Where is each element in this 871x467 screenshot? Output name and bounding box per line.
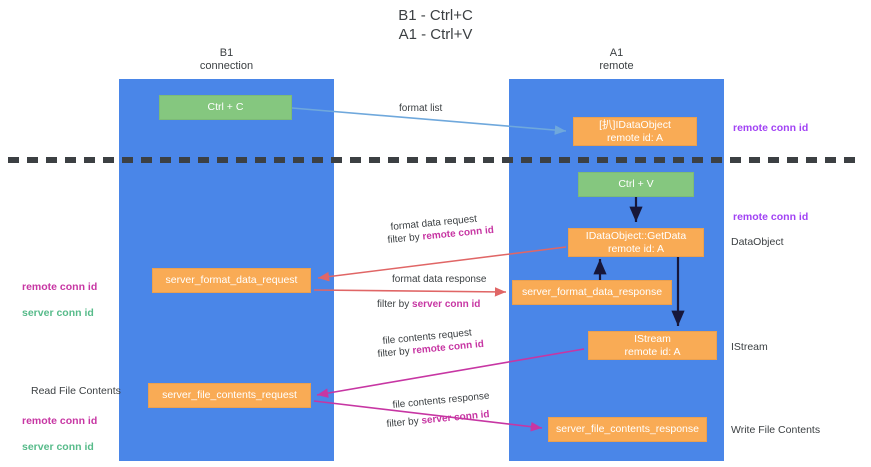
annotation-right-write-file-contents: Write File Contents (731, 424, 821, 436)
annotation-right-dataobject: DataObject (731, 236, 784, 248)
annotation-remote-conn-id: remote conn id (22, 415, 98, 427)
filter-key-server-conn-id: server conn id (412, 299, 481, 310)
edge-label-format-data-response-filter: filter by server conn id (377, 298, 480, 311)
node-get-idataobject[interactable]: [扒]IDataObject remote id: A (573, 117, 697, 146)
annotation-remote-conn-id: remote conn id (22, 281, 98, 293)
node-server-file-contents-response[interactable]: server_file_contents_response (548, 417, 707, 442)
annotation-right-remote-conn-id-mid: remote conn id (733, 211, 809, 223)
phase-divider (8, 157, 863, 163)
node-server-format-data-response[interactable]: server_format_data_response (512, 280, 672, 305)
edge-label-format-data-response: format data response (392, 274, 487, 285)
diagram-title: B1 - Ctrl+C A1 - Ctrl+V (398, 7, 473, 43)
annotation-server-conn-id: server conn id (22, 307, 94, 319)
node-ctrl-c[interactable]: Ctrl + C (159, 95, 292, 120)
filter-prefix: filter by (387, 231, 424, 246)
node-server-file-contents-request[interactable]: server_file_contents_request (148, 383, 311, 408)
edge-label-format-list: format list (399, 103, 443, 114)
annotation-server-conn-id: server conn id (22, 441, 94, 453)
annotation-left-conn-ids-bottom: remote conn id server conn id (22, 402, 97, 467)
filter-key-server-conn-id: server conn id (420, 409, 491, 427)
annotation-left-conn-ids: remote conn id server conn id (22, 268, 97, 333)
annotation-left-read-file-contents: Read File Contents (31, 385, 121, 397)
node-idataobject-getdata[interactable]: IDataObject::GetData remote id: A (568, 228, 704, 257)
filter-prefix: filter by (386, 415, 423, 430)
node-server-format-data-request[interactable]: server_format_data_request (152, 268, 311, 293)
swimlane-a1-heading: A1 remote (599, 47, 634, 72)
filter-prefix: filter by (377, 299, 413, 310)
swimlane-b1-heading: B1 connection (199, 47, 254, 72)
edge-label-file-contents-response-filter: filter by server conn id (386, 408, 490, 431)
node-istream[interactable]: IStream remote id: A (588, 331, 717, 360)
annotation-right-remote-conn-id-top: remote conn id (733, 122, 809, 134)
node-ctrl-v[interactable]: Ctrl + V (578, 172, 694, 197)
filter-prefix: filter by (377, 345, 414, 360)
annotation-right-istream: IStream (731, 341, 768, 353)
